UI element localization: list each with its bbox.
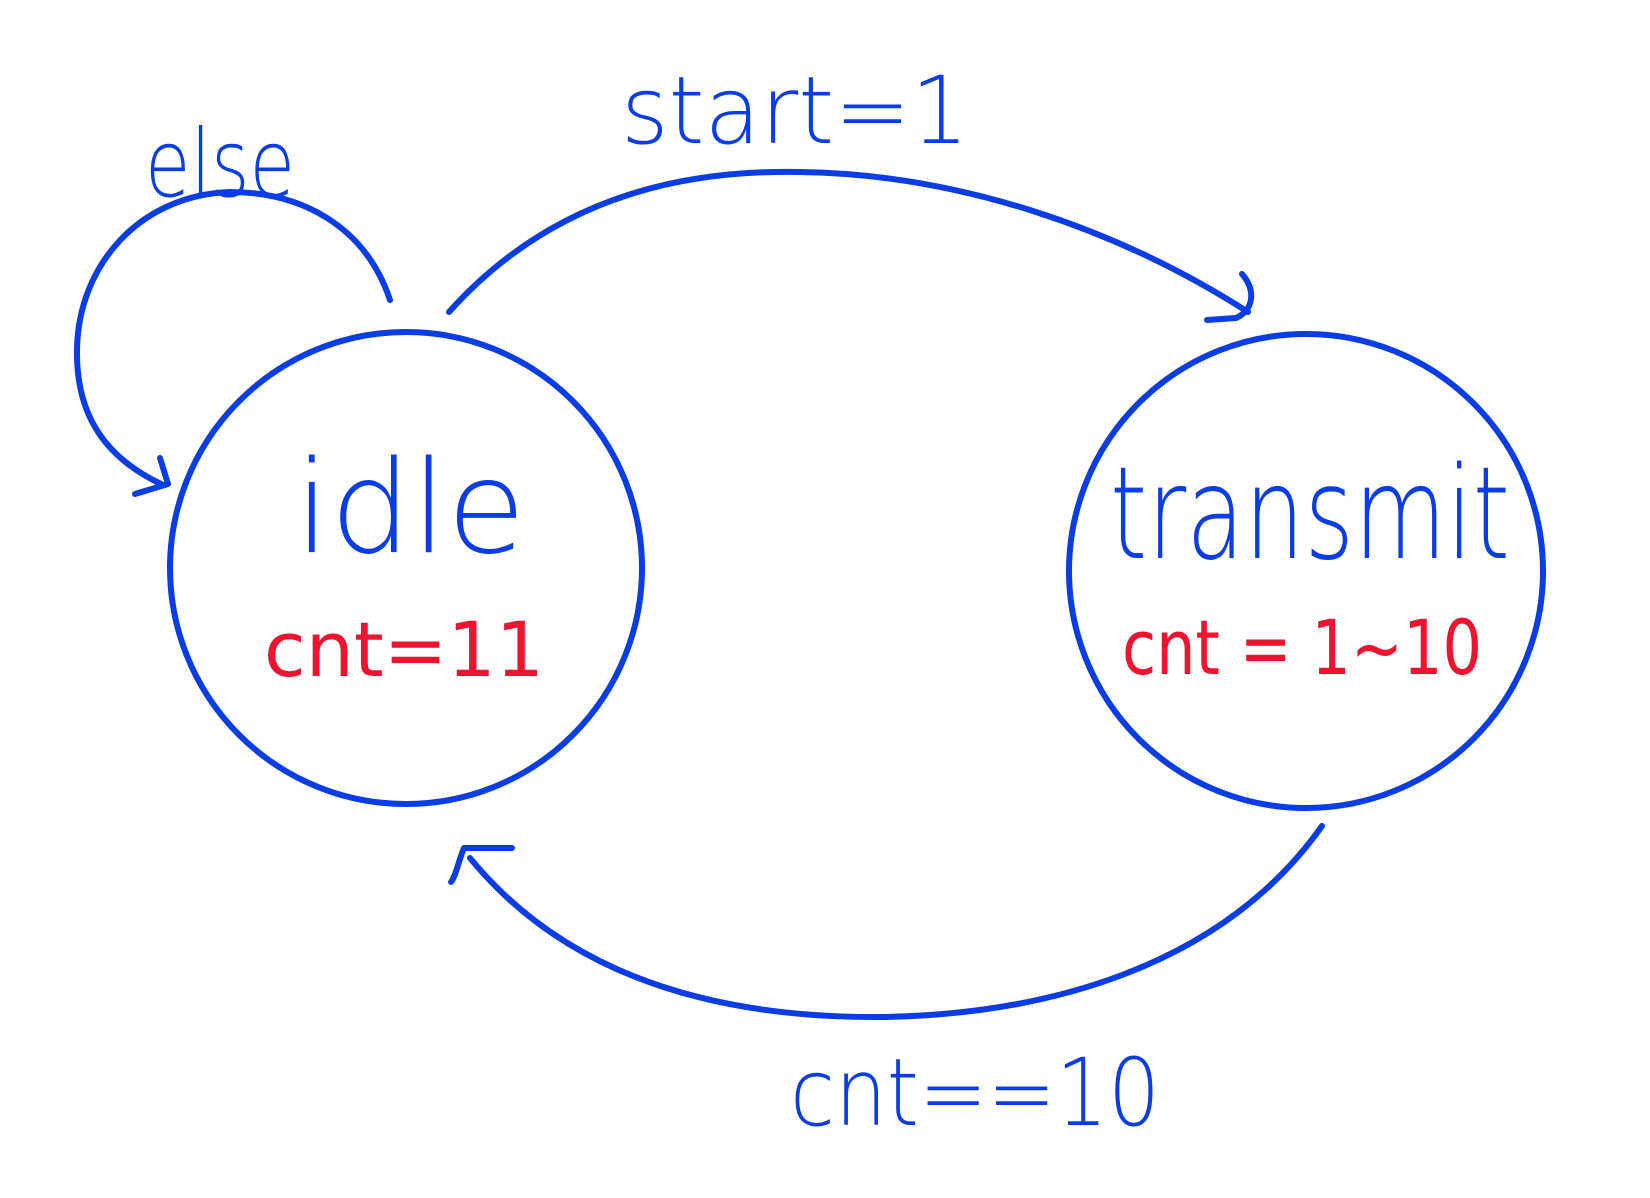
- idle-to-transmit-arrowhead-icon: [1204, 271, 1254, 323]
- transmit-to-idle-label: cnt==10: [790, 1039, 1160, 1148]
- transmit-to-idle-arc: [467, 823, 1325, 1021]
- state-idle-note: cnt=11: [264, 605, 544, 694]
- transmit-to-idle-arrowhead-icon: [448, 845, 515, 885]
- state-idle-circle: [167, 329, 645, 807]
- state-transmit-circle: [1066, 331, 1546, 811]
- self-loop-arc: [73, 189, 393, 488]
- idle-to-transmit-arc: [446, 168, 1251, 315]
- transition-idle-to-transmit: start=1: [446, 57, 1254, 323]
- idle-to-transmit-label: start=1: [621, 57, 969, 166]
- transition-transmit-to-idle: cnt==10: [448, 823, 1325, 1148]
- self-loop-arrowhead-icon: [132, 455, 171, 497]
- state-transmit: transmit cnt = 1~10: [1066, 331, 1546, 811]
- transition-idle-self-loop: else: [73, 110, 393, 497]
- state-transmit-name: transmit: [1110, 440, 1510, 589]
- self-loop-label: else: [145, 110, 295, 219]
- state-idle-name: idle: [294, 434, 525, 583]
- state-transmit-note: cnt = 1~10: [1122, 603, 1482, 692]
- state-idle: idle cnt=11: [167, 329, 645, 807]
